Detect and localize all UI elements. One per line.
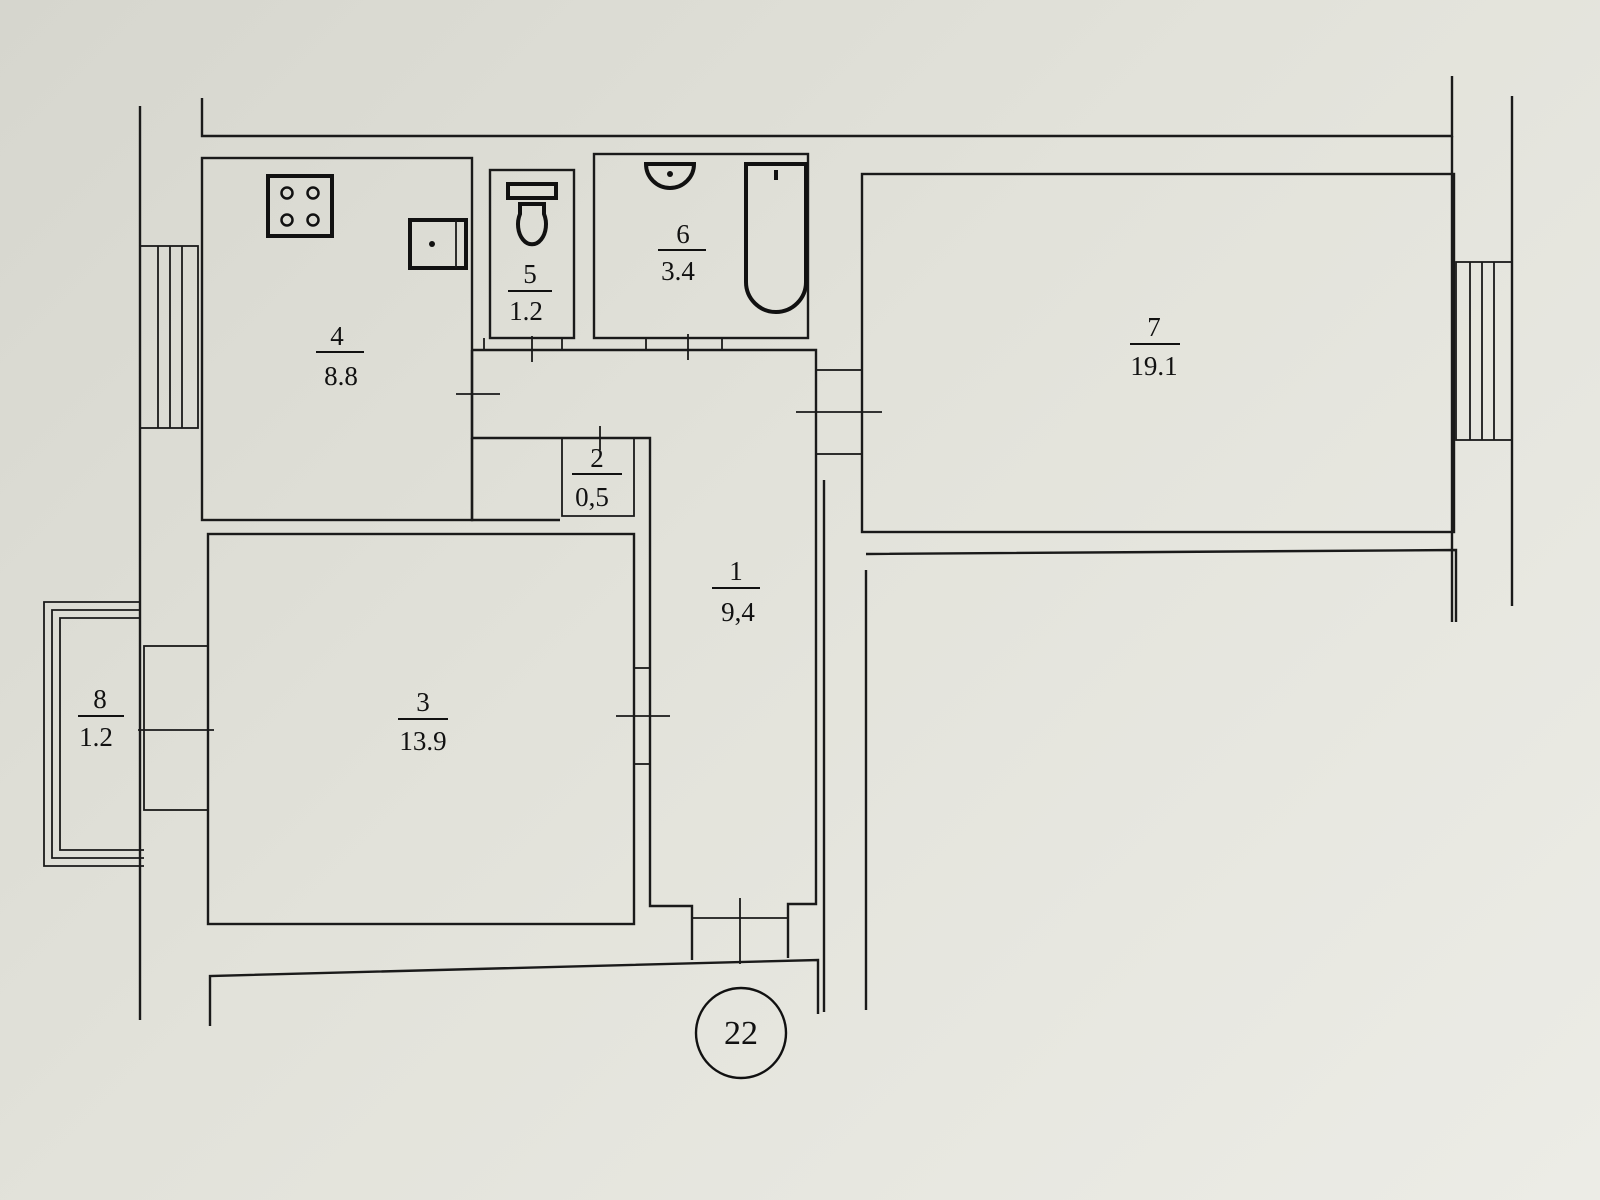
svg-text:9,4: 9,4	[721, 597, 755, 627]
room-4-label: 4 8.8	[316, 321, 364, 391]
svg-text:1.2: 1.2	[509, 296, 543, 326]
svg-text:7: 7	[1147, 312, 1161, 342]
room-7-label: 7 19.1	[1130, 312, 1180, 381]
room-8-label: 8 1.2	[78, 684, 124, 752]
svg-text:3: 3	[416, 687, 430, 717]
room-7-outline	[860, 172, 1456, 534]
corridor-outline	[470, 338, 863, 960]
washbasin-icon	[643, 162, 697, 190]
room-1-label: 1 9,4	[712, 556, 760, 627]
balcony-outline	[43, 601, 209, 867]
svg-text:3.4: 3.4	[661, 256, 695, 286]
toilet-icon	[506, 182, 558, 247]
svg-text:19.1: 19.1	[1130, 351, 1177, 381]
svg-text:4: 4	[330, 321, 344, 351]
svg-text:2: 2	[590, 443, 604, 473]
svg-text:6: 6	[676, 219, 690, 249]
stove-icon	[266, 174, 334, 238]
svg-text:1.2: 1.2	[79, 722, 113, 752]
room-6-label: 6 3.4	[658, 219, 706, 286]
svg-text:5: 5	[523, 259, 537, 289]
bathtub-icon	[744, 162, 808, 314]
svg-text:13.9: 13.9	[399, 726, 446, 756]
room-4-outline	[200, 156, 474, 522]
svg-text:1: 1	[729, 556, 743, 586]
outer-walls	[138, 76, 1514, 1026]
window-right	[1455, 261, 1513, 441]
svg-text:8.8: 8.8	[324, 361, 358, 391]
apartment-number-badge: 22	[694, 986, 788, 1080]
room-3-label: 3 13.9	[398, 687, 448, 756]
room-2-label: 2 0,5	[572, 443, 622, 512]
svg-text:0,5: 0,5	[575, 482, 609, 512]
room-5-label: 5 1.2	[508, 259, 552, 326]
svg-text:22: 22	[724, 1015, 758, 1052]
window-left	[139, 245, 199, 429]
svg-text:8: 8	[93, 684, 107, 714]
door-markers	[138, 334, 882, 964]
sink-icon	[408, 218, 468, 270]
